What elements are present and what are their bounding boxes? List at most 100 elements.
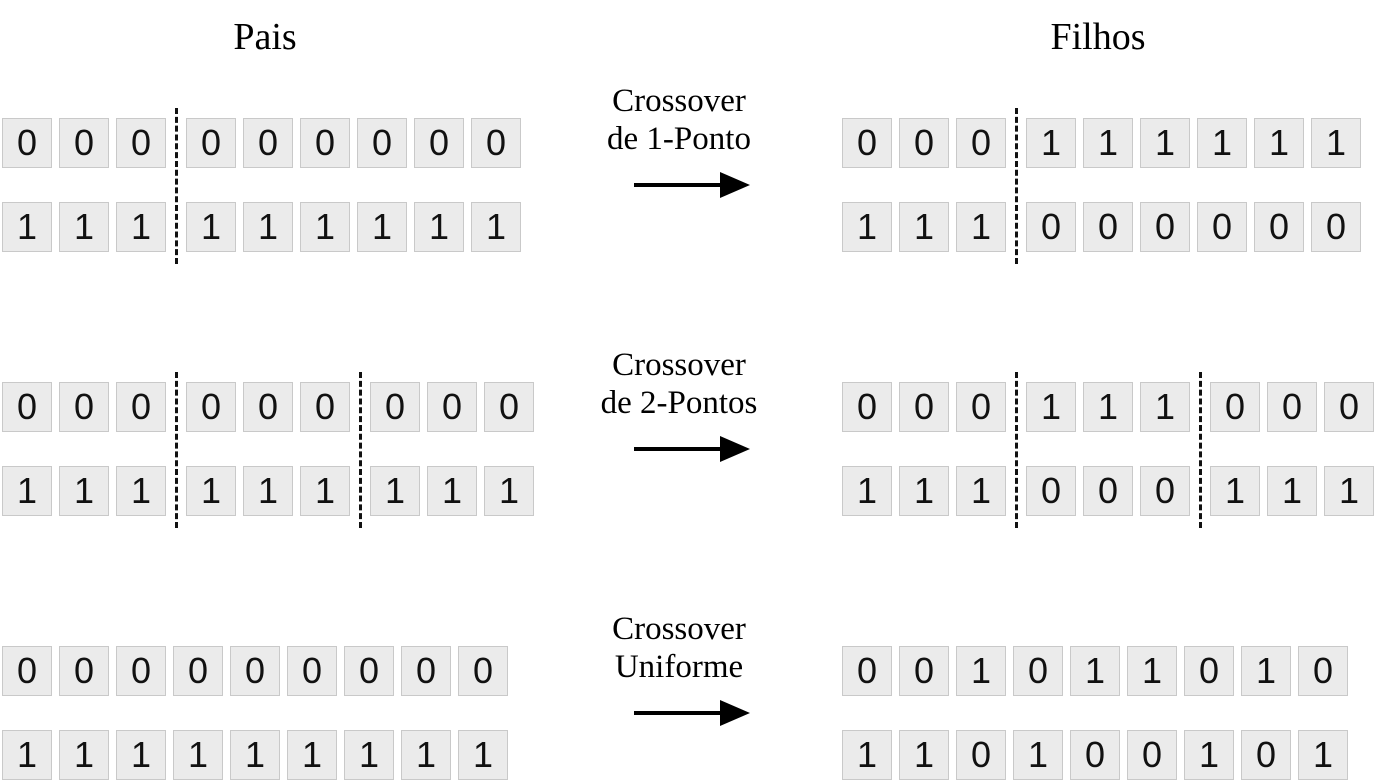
gene-cell: 0 [458,646,508,696]
gene-cell: 1 [1254,118,1304,168]
gene-cell: 1 [956,202,1006,252]
gene-cell: 1 [1127,646,1177,696]
gene-cell: 0 [956,118,1006,168]
gene-cell: 0 [357,118,407,168]
gene-cell: 1 [300,466,350,516]
gene-cell: 0 [2,118,52,168]
gene-cell: 0 [186,382,236,432]
gene-cell: 0 [1140,466,1190,516]
right-arrow-icon [634,700,750,726]
gene-cell: 0 [1298,646,1348,696]
gene-cell: 1 [1197,118,1247,168]
gene-cell: 1 [344,730,394,780]
right-arrow-icon [634,172,750,198]
gene-cell: 0 [59,382,109,432]
gene-cell: 1 [471,202,521,252]
gene-cell: 1 [2,730,52,780]
gene-cell: 1 [243,466,293,516]
gene-cell: 0 [899,118,949,168]
gene-cell: 1 [1070,646,1120,696]
gene-cell: 0 [484,382,534,432]
crossover-2-points-parent-cut-divider [175,372,178,528]
gene-cell: 1 [370,466,420,516]
gene-cell: 0 [370,382,420,432]
right-arrow-icon [634,436,750,462]
gene-cell: 1 [1324,466,1374,516]
gene-cell: 0 [116,382,166,432]
gene-cell: 0 [1083,202,1133,252]
gene-cell: 1 [1140,118,1190,168]
gene-cell: 0 [1324,382,1374,432]
children-header: Filhos [1050,16,1146,58]
gene-cell: 0 [59,118,109,168]
gene-cell: 0 [1026,202,1076,252]
gene-cell: 0 [956,730,1006,780]
gene-cell: 0 [414,118,464,168]
gene-cell: 0 [899,382,949,432]
gene-cell: 0 [186,118,236,168]
operation-label-line2: de 1-Ponto [607,121,751,157]
gene-cell: 1 [186,202,236,252]
gene-cell: 1 [1210,466,1260,516]
gene-cell: 1 [116,466,166,516]
operation-label-line1: Crossover [612,611,746,647]
gene-cell: 1 [1311,118,1361,168]
gene-cell: 0 [401,646,451,696]
gene-cell: 1 [1083,382,1133,432]
crossover-2-points-child-cut-divider [1015,372,1018,528]
operation-label-line2: de 2-Pontos [600,385,758,421]
gene-cell: 1 [230,730,280,780]
parents-header: Pais [233,16,297,58]
gene-cell: 1 [899,466,949,516]
gene-cell: 0 [230,646,280,696]
operation-label-line2: Uniforme [614,649,744,685]
gene-cell: 0 [300,382,350,432]
gene-cell: 0 [842,382,892,432]
gene-cell: 0 [1140,202,1190,252]
gene-cell: 1 [1083,118,1133,168]
gene-cell: 0 [344,646,394,696]
gene-cell: 0 [2,382,52,432]
gene-cell: 0 [287,646,337,696]
gene-cell: 1 [1140,382,1190,432]
gene-cell: 1 [401,730,451,780]
gene-cell: 1 [1267,466,1317,516]
gene-cell: 1 [173,730,223,780]
gene-cell: 1 [243,202,293,252]
gene-cell: 1 [357,202,407,252]
gene-cell: 1 [186,466,236,516]
gene-cell: 1 [414,202,464,252]
gene-cell: 1 [1184,730,1234,780]
gene-cell: 0 [1070,730,1120,780]
crossover-2-points-child-cut-divider [1199,372,1202,528]
gene-cell: 0 [173,646,223,696]
crossover-1-point-parent-cut-divider [175,108,178,264]
gene-cell: 1 [1013,730,1063,780]
gene-cell: 1 [1026,118,1076,168]
gene-cell: 0 [59,646,109,696]
gene-cell: 0 [1241,730,1291,780]
gene-cell: 0 [1210,382,1260,432]
gene-cell: 0 [300,118,350,168]
gene-cell: 0 [842,646,892,696]
gene-cell: 0 [1127,730,1177,780]
gene-cell: 1 [842,730,892,780]
gene-cell: 0 [1254,202,1304,252]
gene-cell: 1 [116,730,166,780]
gene-cell: 1 [2,202,52,252]
gene-cell: 0 [1026,466,1076,516]
gene-cell: 0 [899,646,949,696]
gene-cell: 1 [899,202,949,252]
